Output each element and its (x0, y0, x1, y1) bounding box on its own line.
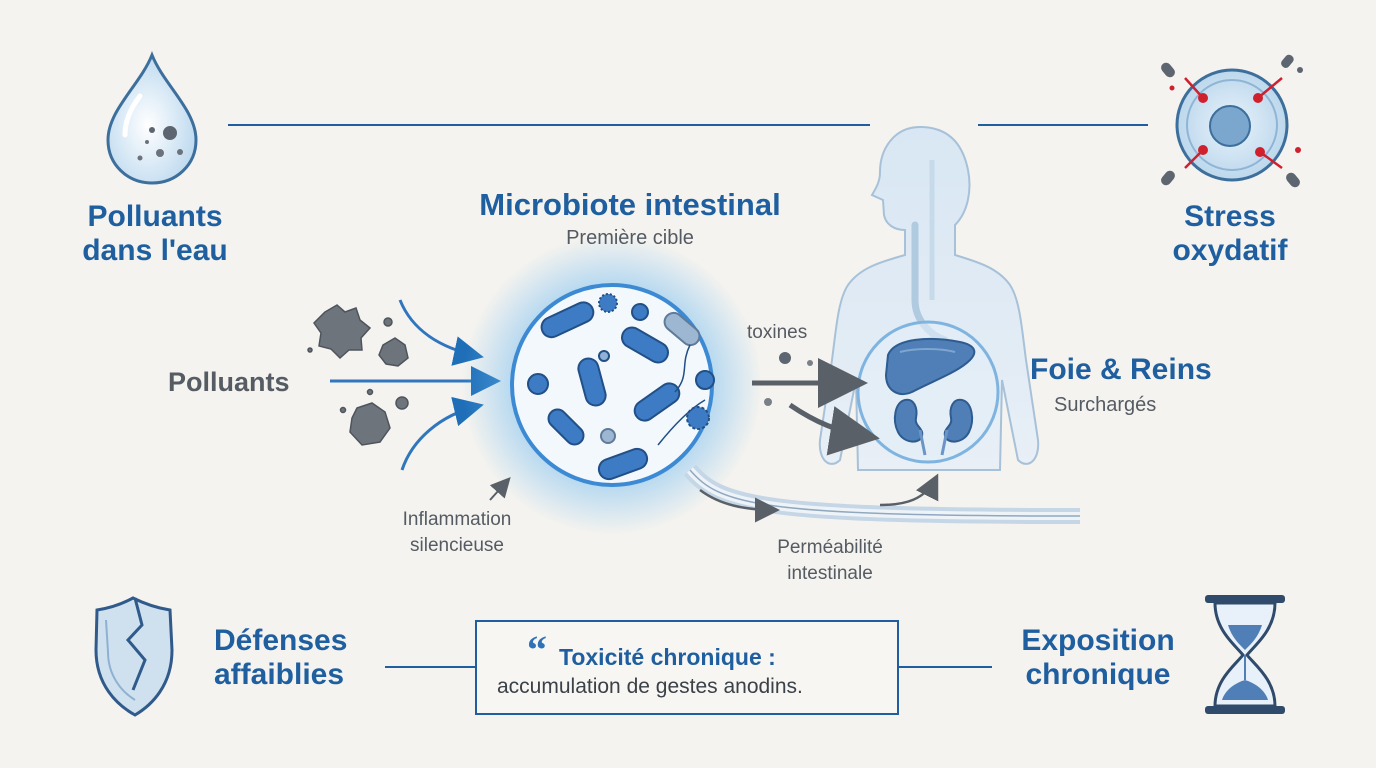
quote-title: Toxicité chronique : (559, 644, 776, 670)
broken-shield-icon (94, 596, 174, 717)
node-subtitle-foie: Surchargés (1054, 394, 1157, 416)
node-label-polluants: Polluants (168, 367, 290, 397)
edge-label-toxines: toxines (747, 322, 808, 343)
node-title-water: Polluants dans l'eau (82, 200, 228, 267)
hourglass-icon (1205, 595, 1285, 714)
node-title-microbiote: Microbiote intestinal (479, 187, 781, 222)
edge-label-permeabilite: Perméabilité intestinale (777, 537, 883, 584)
cell-damage-icon (1161, 54, 1303, 188)
bacteria-circle-icon (462, 235, 762, 535)
edge-label-inflammation: Inflammation silencieuse (402, 509, 512, 556)
quote-mark: “ (527, 627, 547, 672)
quote-box: “ Toxicité chronique : accumulation de g… (475, 620, 899, 715)
kidneys-icon (893, 398, 974, 456)
node-subtitle-microbiote: Première cible (566, 227, 694, 249)
quote-text: accumulation de gestes anodins. (497, 675, 803, 698)
node-title-foie: Foie & Reins (1030, 353, 1212, 386)
inflammation-arrow (489, 477, 511, 501)
node-title-exposition: Exposition chronique (1021, 624, 1175, 691)
node-title-stress: Stress oxydatif (1172, 200, 1288, 267)
toxin-particle (807, 360, 813, 366)
liver-icon (884, 337, 976, 395)
pollutant-particles-icon (307, 304, 409, 446)
permeability-channel (683, 464, 1081, 524)
water-drop-icon (106, 50, 198, 185)
toxin-particle (779, 352, 791, 364)
toxines-arrows (752, 358, 880, 456)
toxin-particle (764, 398, 772, 406)
node-title-defenses: Défenses affaiblies (214, 624, 348, 691)
